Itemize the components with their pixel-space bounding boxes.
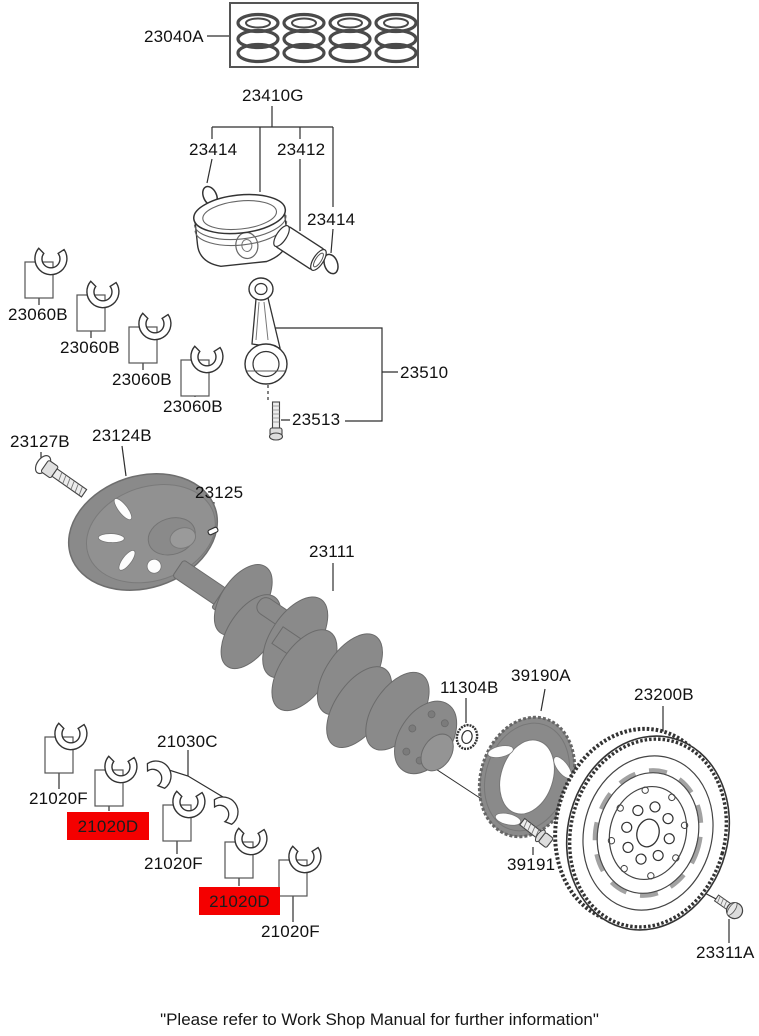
pilot-washer-drawing — [455, 723, 479, 751]
part-label-39191[interactable]: 39191 — [507, 855, 556, 874]
part-label-23513[interactable]: 23513 — [292, 410, 341, 429]
part-label-21020d-2-highlighted[interactable]: 21020D — [199, 887, 280, 915]
piston-drawing — [192, 193, 288, 268]
part-label-23111[interactable]: 23111 — [309, 542, 355, 561]
piston-pin-drawing — [273, 224, 327, 272]
part-label-23124b[interactable]: 23124B — [92, 426, 152, 445]
sensor-wheel-drawing — [477, 715, 577, 839]
flywheel-bolt-drawing — [713, 894, 744, 920]
crank-pulley-drawing — [67, 473, 219, 591]
pulley-bolt-drawing — [34, 455, 88, 498]
part-label-23510[interactable]: 23510 — [400, 363, 449, 382]
part-label-23127b[interactable]: 23127B — [10, 432, 70, 451]
part-label-23060b-2[interactable]: 23060B — [60, 338, 120, 357]
part-label-21020f-3[interactable]: 21020F — [261, 922, 320, 941]
part-label-21020d-1-highlighted[interactable]: 21020D — [67, 812, 149, 840]
part-label-39190a[interactable]: 39190A — [511, 666, 571, 685]
part-label-21020f-2[interactable]: 21020F — [144, 854, 203, 873]
crankshaft-drawing — [173, 560, 458, 775]
part-label-23412[interactable]: 23412 — [277, 140, 326, 159]
part-label-21020d-1-text: 21020D — [77, 816, 139, 836]
flywheel-drawing — [553, 726, 731, 931]
part-label-23200b[interactable]: 23200B — [634, 685, 694, 704]
rod-bolt-drawing — [268, 401, 284, 441]
part-label-23060b-3[interactable]: 23060B — [112, 370, 172, 389]
part-label-23311a[interactable]: 23311A — [696, 943, 755, 962]
piston-ring-set-drawing — [229, 2, 419, 68]
crank-key-drawing — [207, 526, 219, 536]
footer-note: "Please refer to Work Shop Manual for fu… — [160, 1010, 599, 1029]
part-label-23060b-1[interactable]: 23060B — [8, 305, 68, 324]
connecting-rod-drawing — [244, 277, 288, 385]
part-label-21020d-2-text: 21020D — [209, 891, 270, 911]
snap-ring-right-drawing — [323, 253, 339, 275]
sensor-wheel-bolt-drawing — [519, 817, 554, 848]
part-label-23410g[interactable]: 23410G — [242, 86, 304, 105]
part-label-23040a[interactable]: 23040A — [144, 27, 204, 46]
part-label-21020f-1[interactable]: 21020F — [29, 789, 88, 808]
part-label-23414-left[interactable]: 23414 — [189, 140, 238, 159]
part-label-21030c[interactable]: 21030C — [157, 732, 218, 751]
part-label-11304b[interactable]: 11304B — [440, 678, 499, 697]
part-label-23125[interactable]: 23125 — [195, 483, 244, 502]
part-label-23414-right[interactable]: 23414 — [307, 210, 356, 229]
part-label-23060b-4[interactable]: 23060B — [163, 397, 223, 416]
